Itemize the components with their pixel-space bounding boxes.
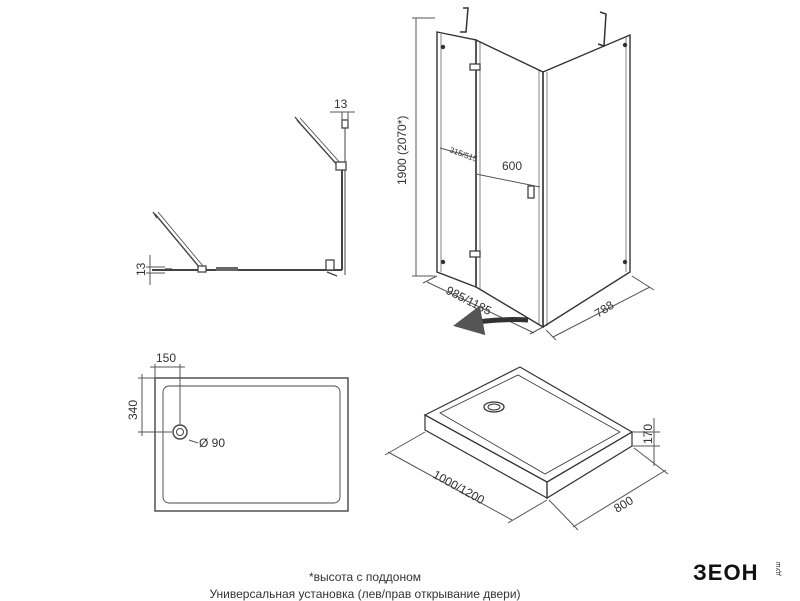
dim-tray-drain-y: 340 (126, 400, 140, 420)
dim-height-lines (412, 17, 435, 277)
dim-door-width: 600 (502, 159, 522, 173)
dim-13-left-lines (146, 255, 165, 285)
dim-13-left: 13 (134, 262, 148, 276)
dim-side-depth-lines (545, 275, 655, 341)
dim-door-width-lines (475, 173, 541, 188)
top-view-plan (152, 116, 349, 277)
dim-front-width: 985/1185 (444, 283, 494, 318)
height-note: *высота с поддоном (308, 570, 422, 584)
dim-tray-length-lines (384, 431, 548, 524)
dim-13-top: 13 (334, 97, 348, 111)
dim-tray-drain-x: 150 (156, 351, 176, 365)
dim-door-range: 315/515 (448, 145, 479, 164)
dim-tray-width-lines (548, 447, 669, 531)
dim-tray-width: 800 (611, 493, 636, 515)
dim-tray-height-lines (632, 418, 660, 466)
dim-tray-height: 170 (641, 424, 655, 444)
tray-top-view (154, 377, 349, 512)
dim-13-top-lines (330, 111, 355, 125)
dim-drain-diameter: Ø 90 (199, 436, 225, 450)
door-swing-arrow (453, 305, 529, 336)
shower-cabin-3d (436, 7, 631, 329)
brand-logo: ЗЕОН ДУШ (693, 558, 793, 588)
dim-side-depth: 788 (592, 298, 617, 321)
brand-tagline: ДУШ (776, 562, 782, 576)
dim-height: 1900 (2070*) (395, 116, 409, 185)
dim-tray-drain-lines (138, 364, 185, 436)
brand-name: ЗЕОН (693, 560, 759, 585)
installation-note: Универсальная установка (лев/прав открыв… (209, 587, 521, 601)
dim-door-range-lines (439, 147, 477, 159)
dim-tray-length: 1000/1200 (431, 467, 488, 507)
